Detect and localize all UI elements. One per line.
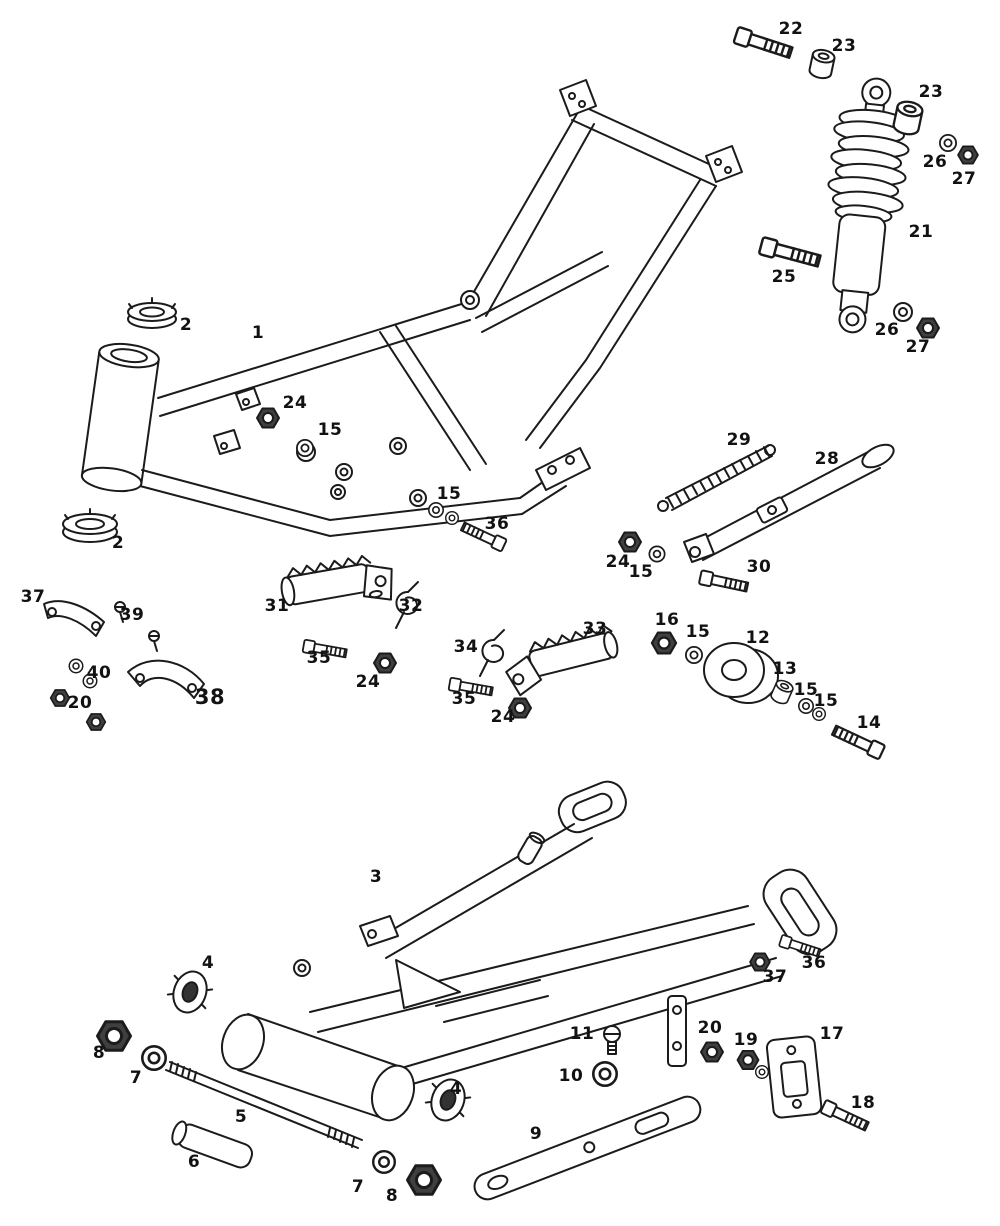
- part-number-label: 11: [569, 1024, 595, 1044]
- pivot-hardware-drawing: [96, 970, 472, 1196]
- part-number-label: 20: [67, 693, 93, 713]
- part-number-label: 26: [922, 152, 948, 172]
- bracket-bar-drawing: [473, 1025, 702, 1201]
- part-number-label: 24: [605, 552, 631, 572]
- part-number-label: 29: [726, 430, 752, 450]
- part-number-label: 17: [819, 1024, 845, 1044]
- part-number-label: 15: [793, 680, 819, 700]
- part-number-label: 8: [385, 1186, 399, 1206]
- part-number-label: 15: [436, 484, 462, 504]
- part-number-label: 1: [251, 323, 265, 343]
- part-number-label: 34: [453, 637, 479, 657]
- part-number-label: 21: [908, 222, 934, 242]
- part-number-label: 37: [20, 587, 46, 607]
- part-number-label: 37: [762, 967, 788, 987]
- part-number-label: 14: [856, 713, 882, 733]
- part-number-label: 12: [745, 628, 771, 648]
- part-number-label: 28: [814, 449, 840, 469]
- part-number-label: 6: [187, 1152, 201, 1172]
- part-number-label: 30: [746, 557, 772, 577]
- part-number-label: 15: [813, 691, 839, 711]
- part-number-label: 35: [306, 648, 332, 668]
- part-number-label: 38: [194, 685, 226, 709]
- part-number-label: 5: [234, 1107, 248, 1127]
- straps-drawing: [43, 600, 205, 731]
- part-number-label: 39: [119, 605, 145, 625]
- footpeg-left-drawing: [280, 554, 419, 674]
- part-number-label: 26: [874, 320, 900, 340]
- part-number-label: 35: [451, 689, 477, 709]
- part-number-label: 19: [733, 1030, 759, 1050]
- part-number-label: 36: [484, 514, 510, 534]
- part-number-label: 40: [86, 663, 112, 683]
- part-number-label: 24: [282, 393, 308, 413]
- part-number-label: 23: [918, 82, 944, 102]
- part-number-label: 2: [111, 533, 125, 553]
- part-number-label: 2: [179, 315, 193, 335]
- frame-drawing: [62, 79, 743, 553]
- part-number-label: 20: [697, 1018, 723, 1038]
- part-number-label: 15: [628, 562, 654, 582]
- part-number-label: 7: [351, 1177, 365, 1197]
- part-number-label: 13: [772, 659, 798, 679]
- part-number-label: 36: [801, 953, 827, 973]
- adjuster-block-drawing: [700, 933, 871, 1134]
- part-number-label: 7: [129, 1068, 143, 1088]
- swingarm-drawing: [221, 780, 838, 1122]
- part-number-label: 15: [685, 622, 711, 642]
- shock-absorber-drawing: [732, 25, 979, 339]
- part-number-label: 3: [369, 867, 383, 887]
- part-number-label: 27: [951, 169, 977, 189]
- part-number-label: 32: [398, 596, 424, 616]
- part-number-label: 22: [778, 19, 804, 39]
- part-number-label: 24: [355, 672, 381, 692]
- part-number-label: 23: [831, 36, 857, 56]
- chain-roller-drawing: [650, 631, 887, 761]
- part-number-label: 24: [490, 707, 516, 727]
- footpeg-right-drawing: [447, 624, 619, 719]
- part-number-label: 4: [449, 1079, 463, 1099]
- part-number-label: 15: [317, 420, 343, 440]
- part-number-label: 33: [582, 619, 608, 639]
- part-number-label: 9: [529, 1124, 543, 1144]
- side-stand-drawing: [618, 443, 895, 595]
- part-number-label: 10: [558, 1066, 584, 1086]
- part-number-label: 16: [654, 610, 680, 630]
- part-number-label: 31: [264, 596, 290, 616]
- part-number-label: 25: [771, 267, 797, 287]
- part-number-label: 27: [905, 337, 931, 357]
- part-number-label: 8: [92, 1043, 106, 1063]
- part-number-label: 18: [850, 1093, 876, 1113]
- part-number-label: 4: [201, 953, 215, 973]
